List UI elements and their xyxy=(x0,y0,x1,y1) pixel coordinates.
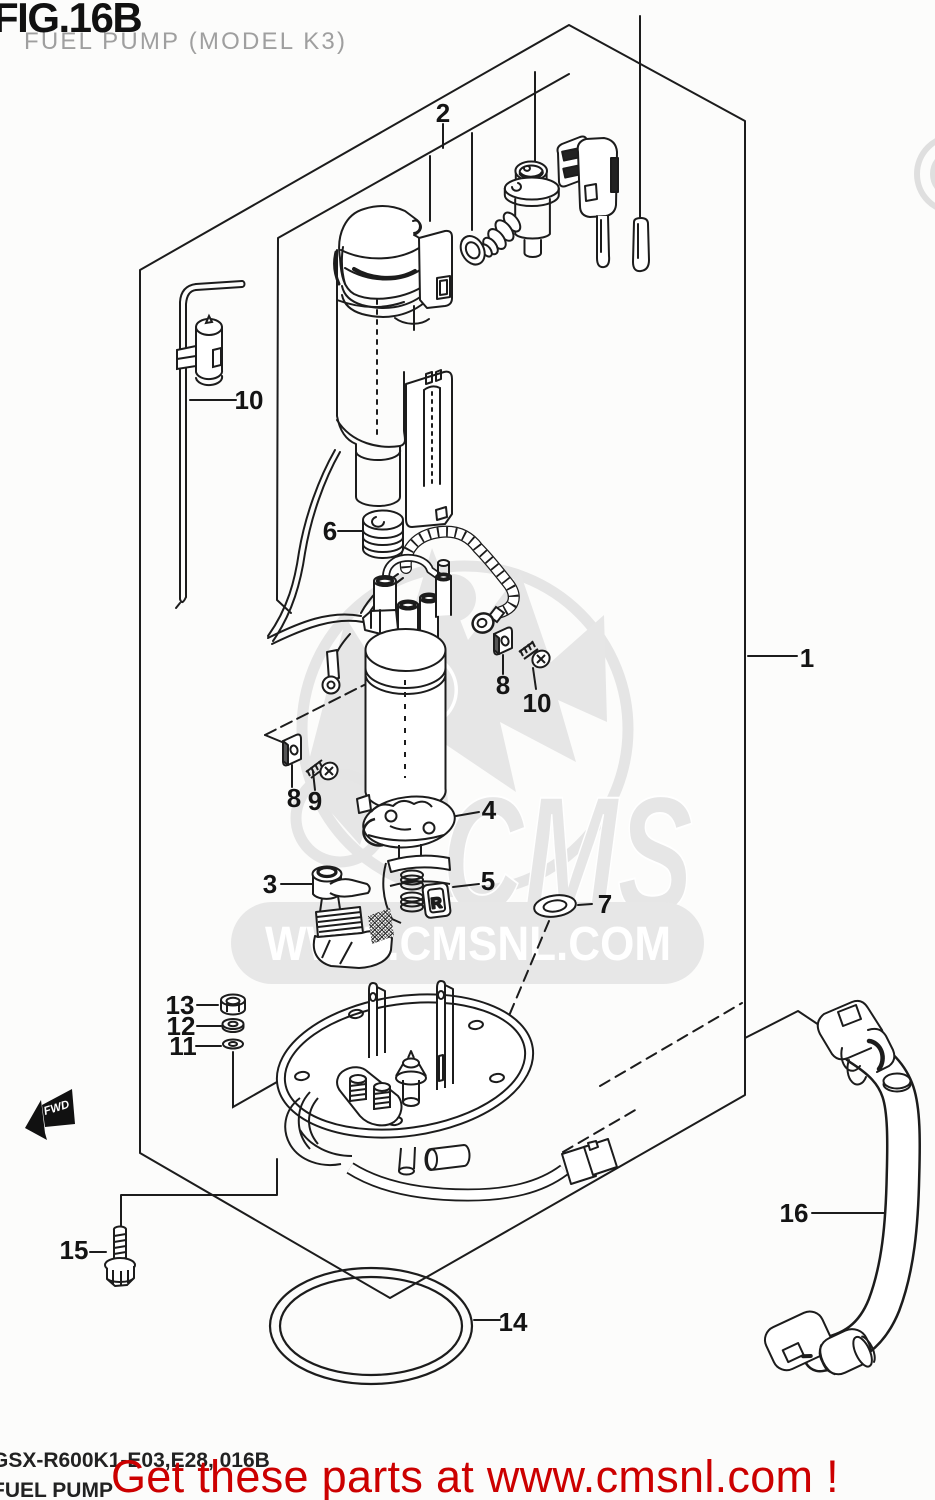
svg-text:15: 15 xyxy=(60,1235,89,1265)
svg-text:14: 14 xyxy=(499,1307,528,1337)
svg-text:3: 3 xyxy=(263,869,277,899)
svg-text:13: 13 xyxy=(166,990,195,1020)
svg-text:FUEL PUMP (MODEL K3): FUEL PUMP (MODEL K3) xyxy=(24,28,347,55)
svg-text:8: 8 xyxy=(496,670,510,700)
svg-text:R: R xyxy=(430,894,443,912)
svg-text:6: 6 xyxy=(323,516,337,546)
svg-text:7: 7 xyxy=(598,889,612,919)
svg-text:GSX-R600K1-E03,E28, 016B: GSX-R600K1-E03,E28, 016B xyxy=(0,1449,270,1472)
svg-text:FUEL PUMP: FUEL PUMP xyxy=(0,1479,113,1500)
svg-text:12: 12 xyxy=(167,1011,196,1041)
svg-text:2: 2 xyxy=(436,98,450,128)
svg-text:16: 16 xyxy=(780,1198,809,1228)
svg-text:9: 9 xyxy=(308,786,322,816)
svg-text:1: 1 xyxy=(800,643,814,673)
svg-text:8: 8 xyxy=(287,783,301,813)
svg-text:5: 5 xyxy=(481,866,495,896)
svg-text:4: 4 xyxy=(482,795,497,825)
svg-text:FIG.16B: FIG.16B xyxy=(0,0,141,41)
svg-text:Get these parts at www.cmsnl.c: Get these parts at www.cmsnl.com ! xyxy=(111,1451,839,1500)
svg-text:10: 10 xyxy=(235,385,264,415)
svg-text:10: 10 xyxy=(523,688,552,718)
svg-text:11: 11 xyxy=(169,1031,197,1061)
